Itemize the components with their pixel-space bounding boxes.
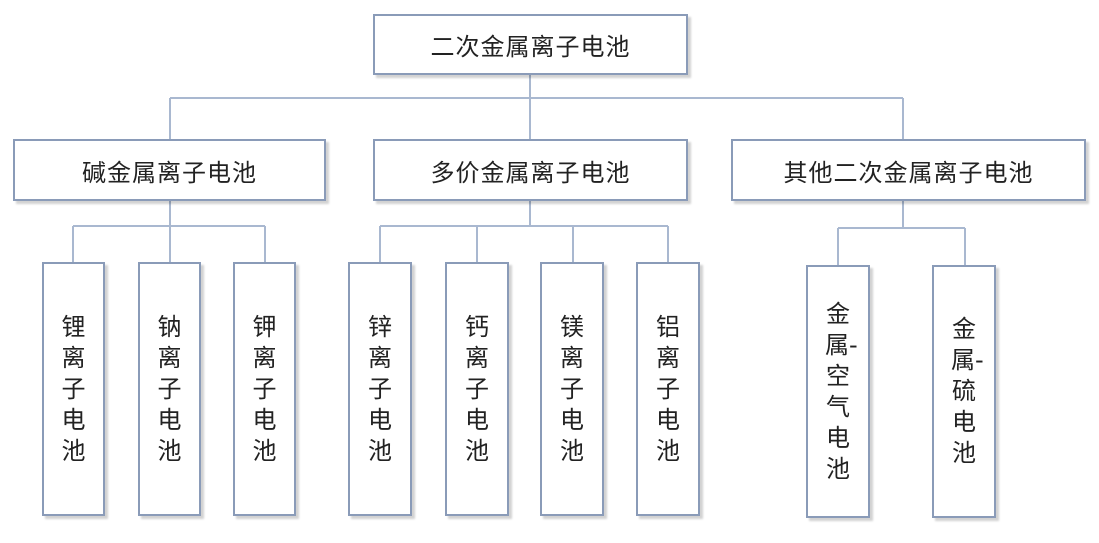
metal-air-battery-node: 金属-空气电池 [806, 265, 870, 518]
aluminum-ion-battery-label: 铝离子电池 [656, 312, 680, 465]
metal-sulfur-battery-node: 金属-硫电池 [932, 265, 996, 518]
root-label: 二次金属离子电池 [430, 33, 631, 61]
sodium-ion-battery-label: 钠离子电池 [157, 312, 182, 465]
sodium-ion-battery-node: 钠离子电池 [138, 262, 201, 516]
magnesium-ion-battery-node: 镁离子电池 [540, 262, 604, 516]
calcium-ion-battery-node: 钙离子电池 [445, 262, 509, 516]
group-multivalent-node: 多价金属离子电池 [373, 139, 688, 201]
group-other-label: 其他二次金属离子电池 [783, 158, 1034, 187]
group-other-node: 其他二次金属离子电池 [731, 139, 1086, 201]
zinc-ion-battery-label: 锌离子电池 [368, 312, 392, 465]
group-multivalent-label: 多价金属离子电池 [430, 158, 631, 187]
potassium-ion-battery-node: 钾离子电池 [233, 262, 296, 516]
aluminum-ion-battery-node: 铝离子电池 [636, 262, 700, 516]
metal-sulfur-battery-label: 金属-硫电池 [951, 315, 984, 467]
potassium-ion-battery-label: 钾离子电池 [252, 312, 277, 465]
metal-air-battery-label: 金属-空气电池 [825, 299, 858, 483]
lithium-ion-battery-label: 锂离子电池 [61, 312, 86, 465]
group-alkali-label: 碱金属离子电池 [82, 158, 257, 187]
root-node: 二次金属离子电池 [373, 14, 688, 75]
group-alkali-node: 碱金属离子电池 [13, 139, 326, 201]
calcium-ion-battery-label: 钙离子电池 [465, 312, 489, 465]
lithium-ion-battery-node: 锂离子电池 [42, 262, 105, 516]
zinc-ion-battery-node: 锌离子电池 [348, 262, 412, 516]
magnesium-ion-battery-label: 镁离子电池 [560, 312, 584, 465]
